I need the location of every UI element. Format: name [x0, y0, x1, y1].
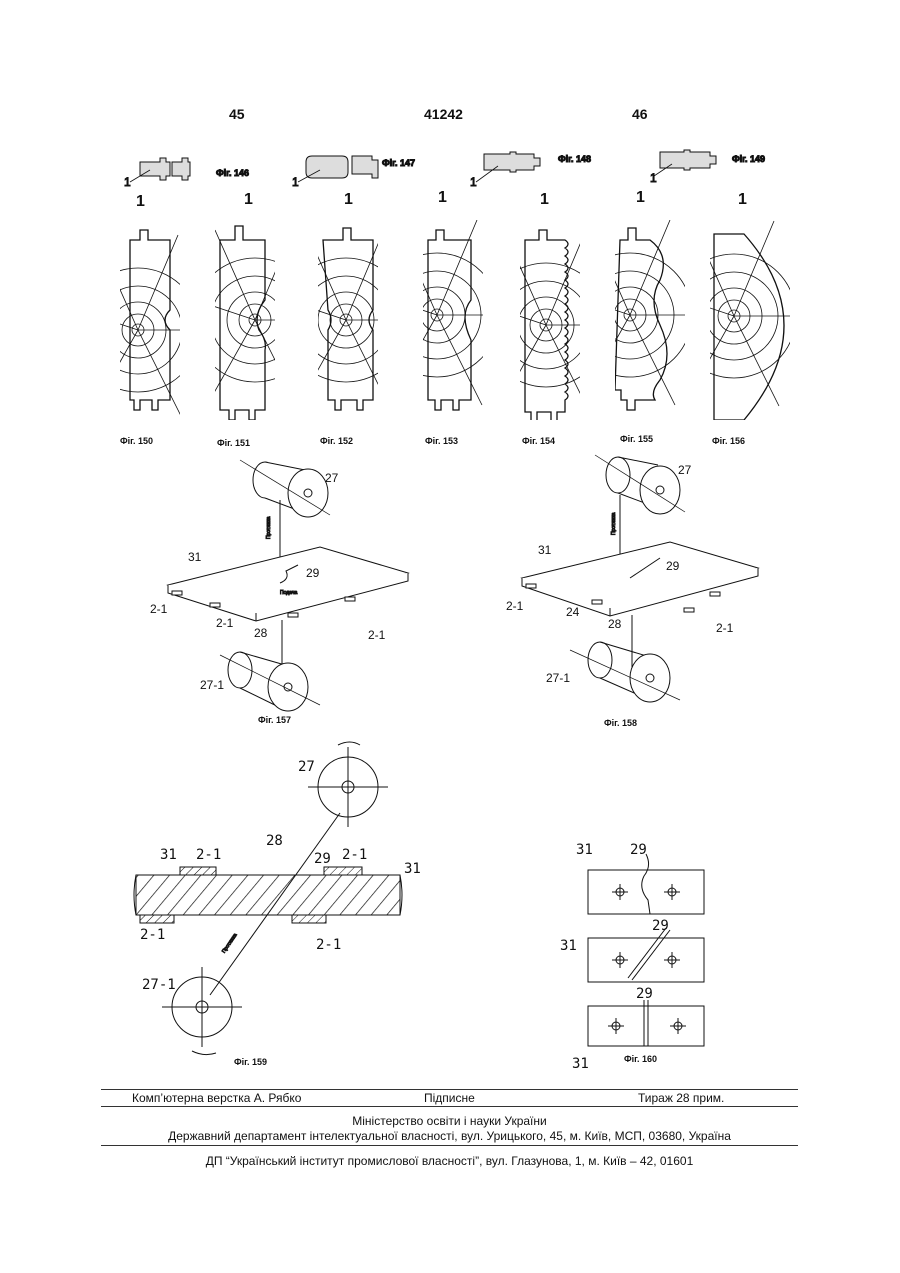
ref-1: 1: [292, 175, 299, 189]
ref-1: 1: [650, 171, 657, 185]
footer-ministry: Міністерство освіти і науки України: [101, 1114, 798, 1128]
ref-2-1: 2-1: [316, 937, 341, 953]
fig-155-label: Фіг. 155: [620, 434, 653, 444]
ref-29: 29: [636, 986, 653, 1002]
footer-institute: ДП “Український інститут промислової вла…: [101, 1154, 798, 1168]
figure-153: 1 Фіг. 153: [375, 189, 499, 446]
fig-151-label: Фіг. 151: [217, 438, 250, 448]
fig-156-label: Фіг. 156: [712, 436, 745, 446]
figure-158: Протяжка 27 31 29 2-1 24 2-1 28 27-1 Фіг…: [500, 450, 800, 735]
ref-29: 29: [666, 559, 680, 573]
ref-1: 1: [344, 191, 353, 208]
ref-29: 29: [630, 842, 647, 858]
patent-number: 41242: [424, 106, 463, 122]
figure-147: Фіг. 147 1: [292, 156, 415, 189]
fig-149-label: Фіг. 149: [732, 154, 765, 164]
ref-1: 1: [136, 193, 145, 210]
figure-154: 1 Фіг. 154: [484, 191, 608, 446]
ref-2-1: 2-1: [716, 621, 734, 635]
ref-1: 1: [124, 175, 131, 189]
ref-2-1: 2-1: [216, 616, 234, 630]
figures-150-156: 1 Фіг. 150 1 Фіг. 151 1 Фіг. 152 1 Фіг. …: [100, 190, 800, 450]
small-text-protyazhka: Протяжка: [266, 516, 272, 539]
fig-157-label: Фіг. 157: [258, 715, 291, 725]
ref-27: 27: [325, 471, 339, 485]
ref-28: 28: [254, 626, 268, 640]
ref-1: 1: [438, 189, 447, 206]
ref-2-1: 2-1: [342, 847, 367, 863]
figure-151: 1 Фіг. 151: [193, 191, 317, 448]
ref-31: 31: [576, 842, 593, 858]
figure-148: Фіг. 148 1: [470, 152, 591, 189]
ref-31: 31: [538, 543, 552, 557]
ref-1: 1: [470, 175, 477, 189]
figure-146: Фіг. 146 1: [124, 158, 249, 189]
footer-rule-bottom: [101, 1145, 798, 1146]
fig-148-label: Фіг. 148: [558, 154, 591, 164]
ref-24: 24: [566, 605, 580, 619]
footer-circulation: Тираж 28 прим.: [638, 1091, 724, 1105]
ref-29: 29: [314, 851, 331, 867]
fig-147-label: Фіг. 147: [382, 158, 415, 168]
small-text-podacha: Подача: [280, 590, 297, 596]
ref-28: 28: [608, 617, 622, 631]
ref-1: 1: [244, 191, 253, 208]
ref-27: 27: [678, 463, 692, 477]
fig-158-label: Фіг. 158: [604, 718, 637, 728]
figure-150: 1 Фіг. 150: [76, 193, 200, 446]
small-text-protyazhka: Протяжка: [611, 512, 617, 535]
fig-153-label: Фіг. 153: [425, 436, 458, 446]
ref-27: 27: [298, 759, 315, 775]
figure-160: 31 29 31 29 29 31 Фіг. 160: [560, 840, 730, 1072]
page-number-right: 46: [632, 106, 648, 122]
ref-31: 31: [188, 550, 202, 564]
ref-28: 28: [266, 833, 283, 849]
ref-31: 31: [160, 847, 177, 863]
page-number-left: 45: [229, 106, 245, 122]
figure-152: 1 Фіг. 152: [284, 191, 408, 446]
figure-159: Протяжка 27 28 31 2-1 29 2-1 31 2-1 2-1 …: [130, 735, 440, 1075]
ref-27-1: 27-1: [142, 977, 176, 993]
ref-1: 1: [540, 191, 549, 208]
footer-signed: Підписне: [424, 1091, 475, 1105]
fig-154-label: Фіг. 154: [522, 436, 555, 446]
footer-department: Державний департамент інтелектуальної вл…: [101, 1129, 798, 1143]
footer-rule-middle: [101, 1106, 798, 1107]
ref-27-1: 27-1: [200, 678, 224, 692]
fig-150-label: Фіг. 150: [120, 436, 153, 446]
ref-31: 31: [572, 1056, 589, 1072]
fig-152-label: Фіг. 152: [320, 436, 353, 446]
footer-layout-credit: Комп’ютерна верстка А. Рябко: [132, 1091, 301, 1105]
small-text-protyazhka: Протяжка: [221, 932, 239, 954]
ref-2-1: 2-1: [506, 599, 524, 613]
figures-146-149: Фіг. 146 1 Фіг. 147 1 Фіг. 148 1 Фіг. 14…: [120, 148, 840, 190]
ref-2-1: 2-1: [140, 927, 165, 943]
figure-156: 1 Фіг. 156: [672, 191, 796, 446]
ref-2-1: 2-1: [150, 602, 168, 616]
ref-29: 29: [306, 566, 320, 580]
figure-157: Протяжка Подача 27 31 29 2-1 2-1 2-1 28 …: [140, 455, 440, 735]
ref-31: 31: [404, 861, 421, 877]
ref-2-1: 2-1: [368, 628, 386, 642]
ref-27-1: 27-1: [546, 671, 570, 685]
figure-155: 1 Фіг. 155: [568, 189, 692, 444]
ref-1: 1: [738, 191, 747, 208]
ref-31: 31: [560, 938, 577, 954]
fig-146-label: Фіг. 146: [216, 168, 249, 178]
figure-149: Фіг. 149 1: [650, 150, 765, 185]
footer-rule-top: [101, 1089, 798, 1090]
fig-160-label: Фіг. 160: [624, 1054, 657, 1064]
fig-159-label: Фіг. 159: [234, 1057, 267, 1067]
ref-1: 1: [636, 189, 645, 206]
ref-29: 29: [652, 918, 669, 934]
ref-2-1: 2-1: [196, 847, 221, 863]
